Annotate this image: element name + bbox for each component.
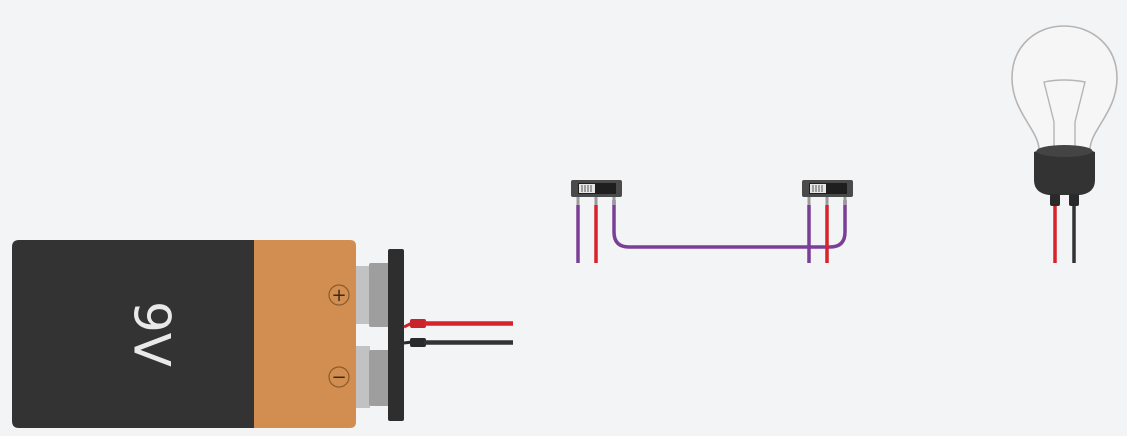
red-lead-stub — [403, 321, 413, 329]
plus-terminal — [356, 266, 370, 324]
battery-voltage-label: 9V — [123, 301, 181, 367]
plus-terminal-cap — [369, 263, 391, 327]
bulb-base — [1034, 146, 1095, 195]
switch-1-slider-grip — [581, 185, 592, 192]
minus-terminal-cap — [369, 350, 391, 406]
red-lead-plug — [410, 319, 426, 328]
slide-switch-icon[interactable] — [571, 180, 622, 263]
battery-body — [12, 240, 258, 428]
black-lead-stub — [403, 340, 413, 345]
switch-1-slider[interactable] — [579, 184, 595, 193]
bulb-base-rim — [1036, 145, 1093, 157]
battery-snap-connector — [388, 249, 404, 421]
battery-icon[interactable]: 9V + − — [12, 240, 513, 428]
bulb-glass — [1011, 25, 1118, 151]
slide-switch-icon[interactable] — [802, 180, 853, 263]
minus-symbol: − — [331, 367, 346, 388]
switch-2-slider[interactable] — [810, 184, 826, 193]
switch-2-track — [809, 183, 847, 194]
plus-symbol: + — [331, 285, 346, 306]
bulb-filament — [1043, 79, 1086, 150]
plus-terminal-marker — [328, 284, 350, 306]
minus-terminal — [356, 346, 370, 408]
bulb-pin-left — [1050, 194, 1060, 206]
switch-1-track — [578, 183, 616, 194]
bulb-pin-right — [1069, 194, 1079, 206]
battery-band — [254, 240, 356, 428]
switch-connection-wire[interactable] — [612, 200, 847, 249]
light-bulb-icon[interactable] — [1011, 25, 1118, 263]
minus-terminal-marker — [328, 366, 350, 388]
black-lead-plug — [410, 338, 426, 347]
switch-2-slider-grip — [812, 185, 823, 192]
